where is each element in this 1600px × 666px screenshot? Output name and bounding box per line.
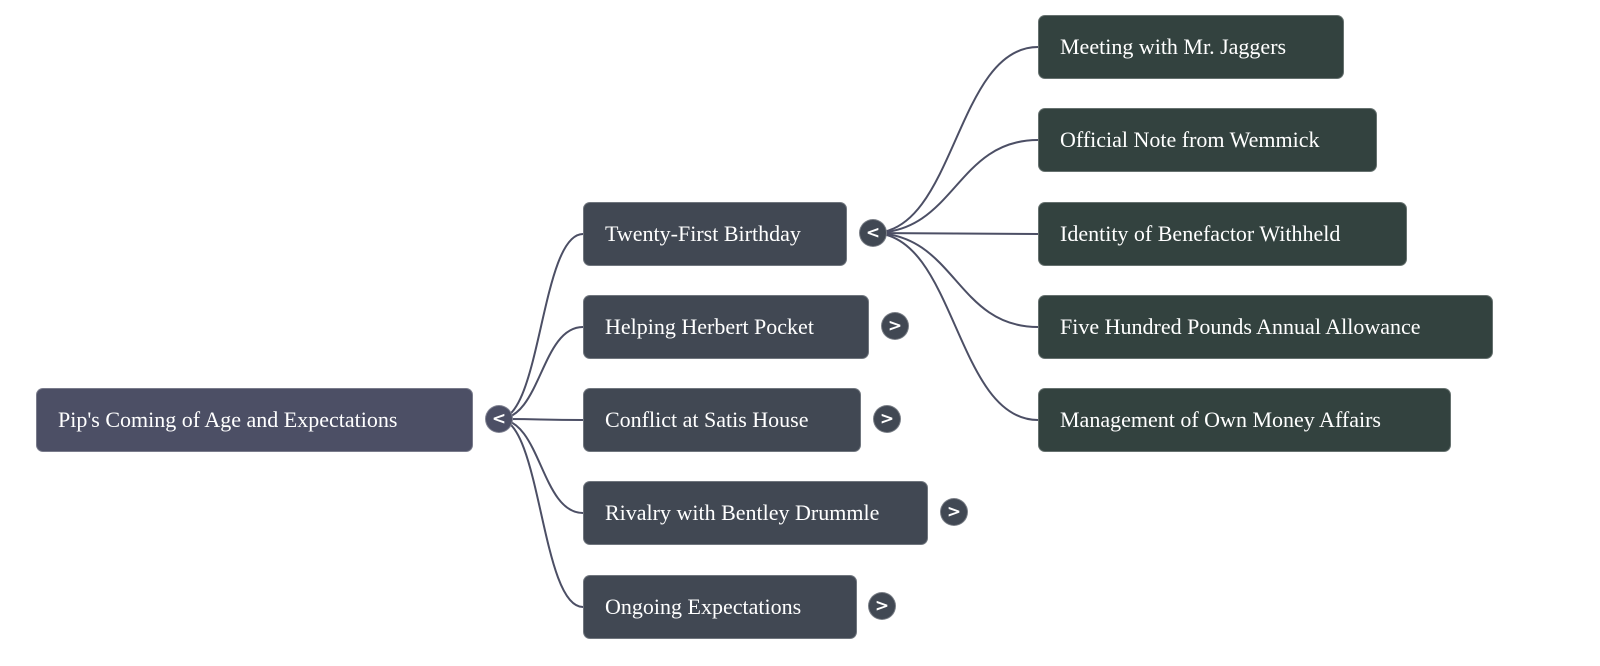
leaf-node-management-of-own-money-affairs[interactable]: Management of Own Money Affairs <box>1038 388 1451 452</box>
collapse-toggle-twenty-first-birthday[interactable]: < <box>859 219 887 247</box>
branch-node-ongoing-expectations[interactable]: Ongoing Expectations <box>583 575 857 639</box>
edge-root-to-branch <box>498 326 584 420</box>
branch-node-label: Twenty-First Birthday <box>605 221 801 246</box>
leaf-node-label: Official Note from Wemmick <box>1060 127 1320 152</box>
edge-branch-to-leaf <box>872 232 1039 235</box>
branch-node-helping-herbert-pocket[interactable]: Helping Herbert Pocket <box>583 295 869 359</box>
leaf-node-label: Management of Own Money Affairs <box>1060 407 1381 432</box>
edge-root-to-branch <box>498 418 584 608</box>
leaf-node-label: Identity of Benefactor Withheld <box>1060 221 1341 246</box>
branch-node-label: Rivalry with Bentley Drummle <box>605 500 880 525</box>
expand-toggle-rivalry-with-bentley-drummle[interactable]: > <box>940 498 968 526</box>
edge-branch-to-leaf <box>872 232 1039 328</box>
leaf-node-five-hundred-pounds-annual-allowance[interactable]: Five Hundred Pounds Annual Allowance <box>1038 295 1493 359</box>
branch-node-rivalry-with-bentley-drummle[interactable]: Rivalry with Bentley Drummle <box>583 481 928 545</box>
edge-branch-to-leaf <box>872 46 1039 234</box>
branch-node-label: Helping Herbert Pocket <box>605 314 814 339</box>
edge-branch-to-leaf <box>872 232 1039 421</box>
leaf-node-label: Five Hundred Pounds Annual Allowance <box>1060 314 1421 339</box>
branch-node-conflict-at-satis-house[interactable]: Conflict at Satis House <box>583 388 861 452</box>
branch-node-twenty-first-birthday[interactable]: Twenty-First Birthday <box>583 202 847 266</box>
expand-toggle-helping-herbert-pocket[interactable]: > <box>881 312 909 340</box>
root-collapse-toggle[interactable]: < <box>485 405 513 433</box>
edge-branch-to-leaf <box>872 139 1039 234</box>
expand-toggle-ongoing-expectations[interactable]: > <box>868 592 896 620</box>
leaf-node-label: Meeting with Mr. Jaggers <box>1060 34 1287 59</box>
leaf-node-official-note-from-wemmick[interactable]: Official Note from Wemmick <box>1038 108 1377 172</box>
branch-node-label: Ongoing Expectations <box>605 594 802 619</box>
expand-toggle-conflict-at-satis-house[interactable]: > <box>873 405 901 433</box>
leaf-node-identity-of-benefactor-withheld[interactable]: Identity of Benefactor Withheld <box>1038 202 1407 266</box>
leaf-node-meeting-with-mr-jaggers[interactable]: Meeting with Mr. Jaggers <box>1038 15 1344 79</box>
edge-root-to-branch <box>498 233 584 420</box>
branch-node-label: Conflict at Satis House <box>605 407 809 432</box>
root-node[interactable]: Pip's Coming of Age and Expectations <box>36 388 473 452</box>
root-node-label: Pip's Coming of Age and Expectations <box>58 407 398 432</box>
edge-root-to-branch <box>498 418 584 514</box>
